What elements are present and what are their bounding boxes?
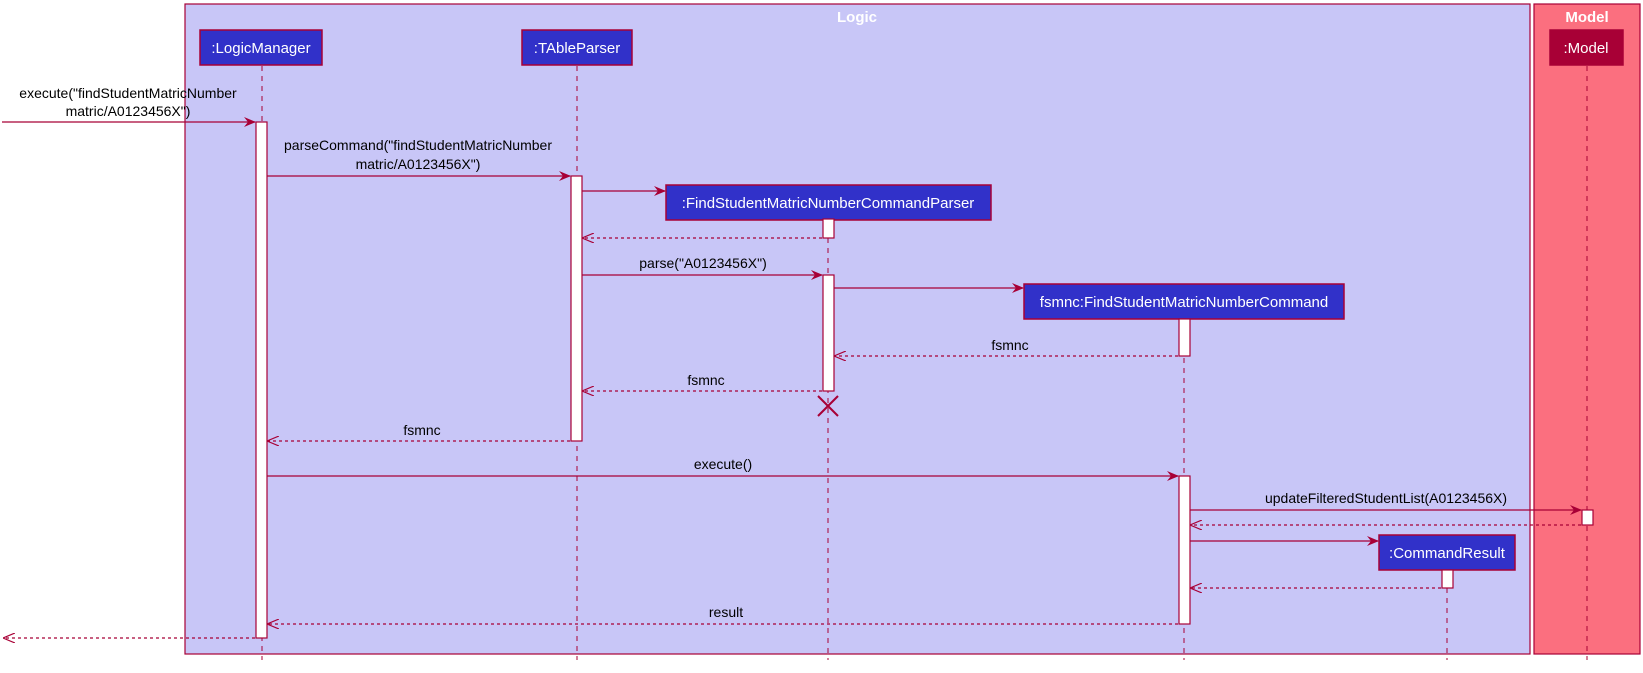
fsmn-command-label: fsmnc:FindStudentMatricNumberCommand bbox=[1040, 294, 1328, 311]
messages bbox=[2, 117, 1582, 638]
activation-model bbox=[1581, 509, 1594, 526]
activation-command-result bbox=[1441, 569, 1454, 589]
activations bbox=[255, 121, 1594, 639]
return-fsmnc-label-3: fsmnc bbox=[403, 422, 440, 438]
message-labels: execute("findStudentMatricNumber matric/… bbox=[19, 85, 1507, 620]
return-fsmnc-label-2: fsmnc bbox=[687, 372, 724, 388]
parse-call-label: parse("A0123456X") bbox=[639, 255, 766, 271]
activation-fsmn-command-2 bbox=[1178, 475, 1191, 625]
activation-fsmn-parser-1 bbox=[822, 218, 835, 239]
execute-call-label-2: matric/A0123456X") bbox=[66, 103, 191, 119]
participant-logic-manager: :LogicManager bbox=[199, 29, 323, 66]
model-group-title: Model bbox=[1565, 9, 1608, 26]
parse-command-label-1: parseCommand("findStudentMatricNumber bbox=[284, 137, 552, 153]
command-result-label: :CommandResult bbox=[1389, 545, 1506, 562]
logic-manager-label: :LogicManager bbox=[211, 40, 310, 57]
table-parser-label: :TAbleParser bbox=[534, 40, 620, 57]
activation-logic-manager bbox=[255, 121, 268, 639]
execute-call-label-1: execute("findStudentMatricNumber bbox=[19, 85, 237, 101]
participant-model: :Model bbox=[1549, 29, 1624, 66]
execute-cmd-label: execute() bbox=[694, 456, 752, 472]
participant-table-parser: :TAbleParser bbox=[521, 29, 633, 66]
activation-fsmn-parser-2 bbox=[822, 274, 835, 392]
participant-command-result: :CommandResult bbox=[1378, 534, 1516, 571]
model-label: :Model bbox=[1563, 40, 1608, 57]
fsmn-parser-label: :FindStudentMatricNumberCommandParser bbox=[682, 195, 975, 212]
logic-group-title: Logic bbox=[837, 9, 877, 26]
participant-fsmn-command: fsmnc:FindStudentMatricNumberCommand bbox=[1023, 283, 1345, 320]
return-result-label: result bbox=[709, 604, 743, 620]
activation-fsmn-command-1 bbox=[1178, 318, 1191, 357]
update-filtered-label: updateFilteredStudentList(A0123456X) bbox=[1265, 490, 1507, 506]
destroy-icon bbox=[817, 395, 839, 417]
logic-group: Logic bbox=[184, 3, 1531, 655]
parse-command-label-2: matric/A0123456X") bbox=[356, 156, 481, 172]
participant-fsmn-parser: :FindStudentMatricNumberCommandParser bbox=[665, 184, 992, 221]
activation-table-parser bbox=[570, 175, 583, 442]
return-fsmnc-label-1: fsmnc bbox=[991, 337, 1028, 353]
